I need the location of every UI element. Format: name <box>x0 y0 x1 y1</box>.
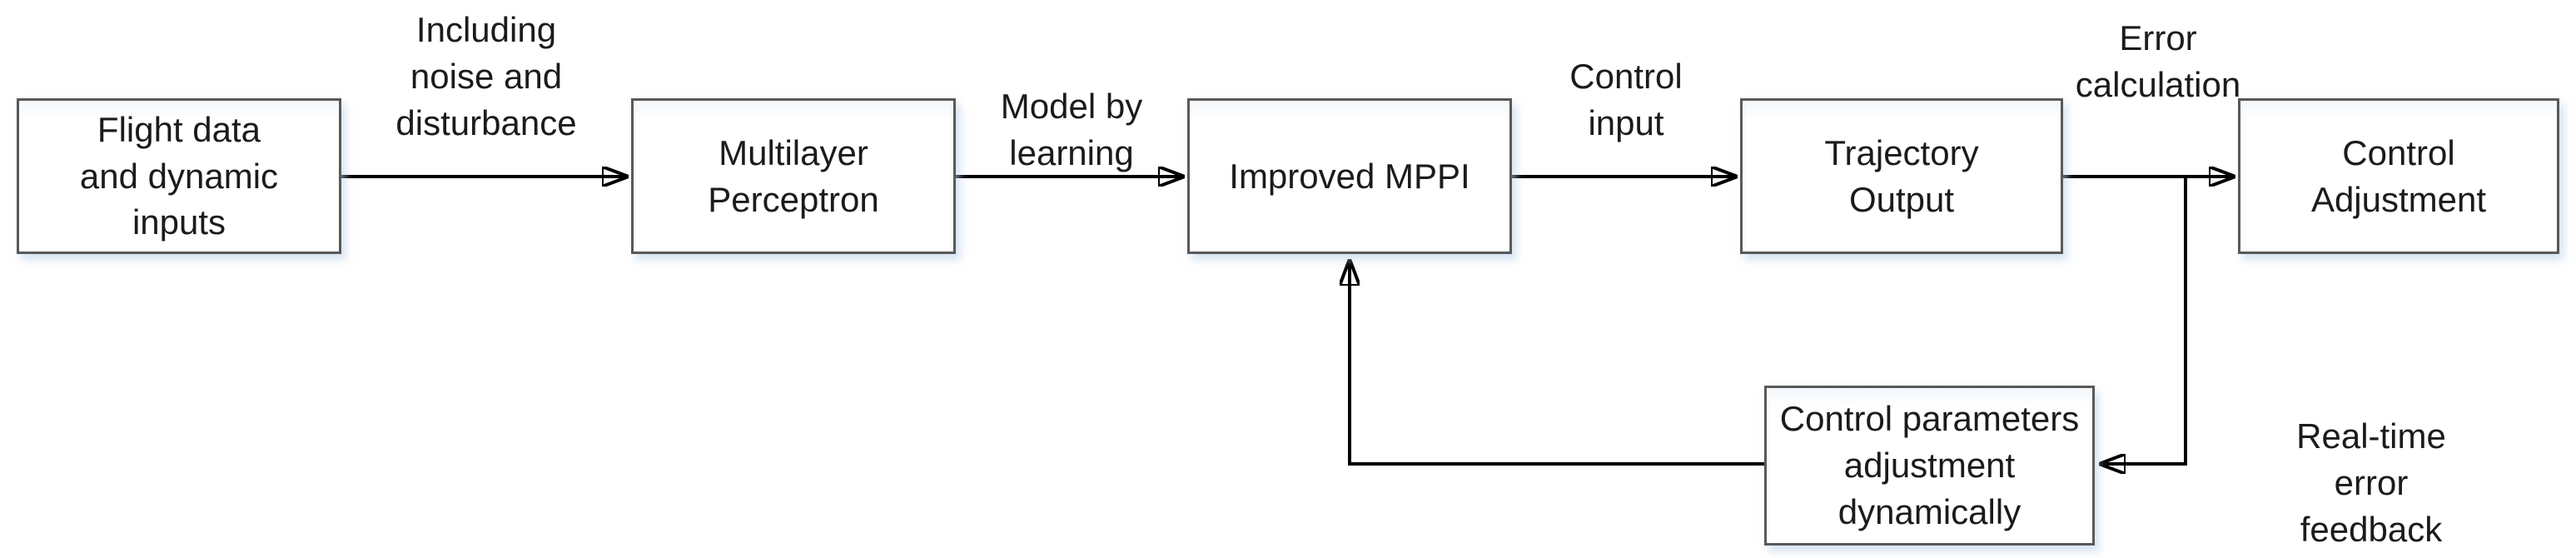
node-multilayer-perceptron-label: Multilayer Perceptron <box>708 132 879 219</box>
node-flight-data-label: Flight data and dynamic inputs <box>79 109 279 242</box>
node-control-params-adjustment: Control parameters adjustment dynamicall… <box>1764 386 2095 546</box>
node-flight-data: Flight data and dynamic inputs <box>17 98 341 254</box>
edge-label-including-noise-disturbance: Including noise and disturbance <box>395 10 577 142</box>
node-control-adjustment: Control Adjustment <box>2238 98 2559 254</box>
node-improved-mppi: Improved MPPI <box>1187 98 1512 254</box>
edge-label-control-input: Control input <box>1569 57 1683 142</box>
node-control-adjustment-label: Control Adjustment <box>2310 132 2487 219</box>
node-trajectory-output-label: Trajectory Output <box>1824 132 1979 219</box>
node-multilayer-perceptron: Multilayer Perceptron <box>631 98 956 254</box>
node-trajectory-output: Trajectory Output <box>1740 98 2063 254</box>
node-control-params-adjustment-label: Control parameters adjustment dynamicall… <box>1779 399 2080 531</box>
edge-label-realtime-error-feedback: Real-time error feedback <box>2296 416 2446 549</box>
arrow-feedback-down-to-control-params <box>2100 178 2187 464</box>
edge-label-error-calculation: Error calculation <box>2075 18 2241 104</box>
node-improved-mppi-label: Improved MPPI <box>1229 156 1470 196</box>
edge-label-model-by-learning: Model by learning <box>1000 87 1143 172</box>
arrow-control-params-to-mppi <box>1350 260 1764 466</box>
